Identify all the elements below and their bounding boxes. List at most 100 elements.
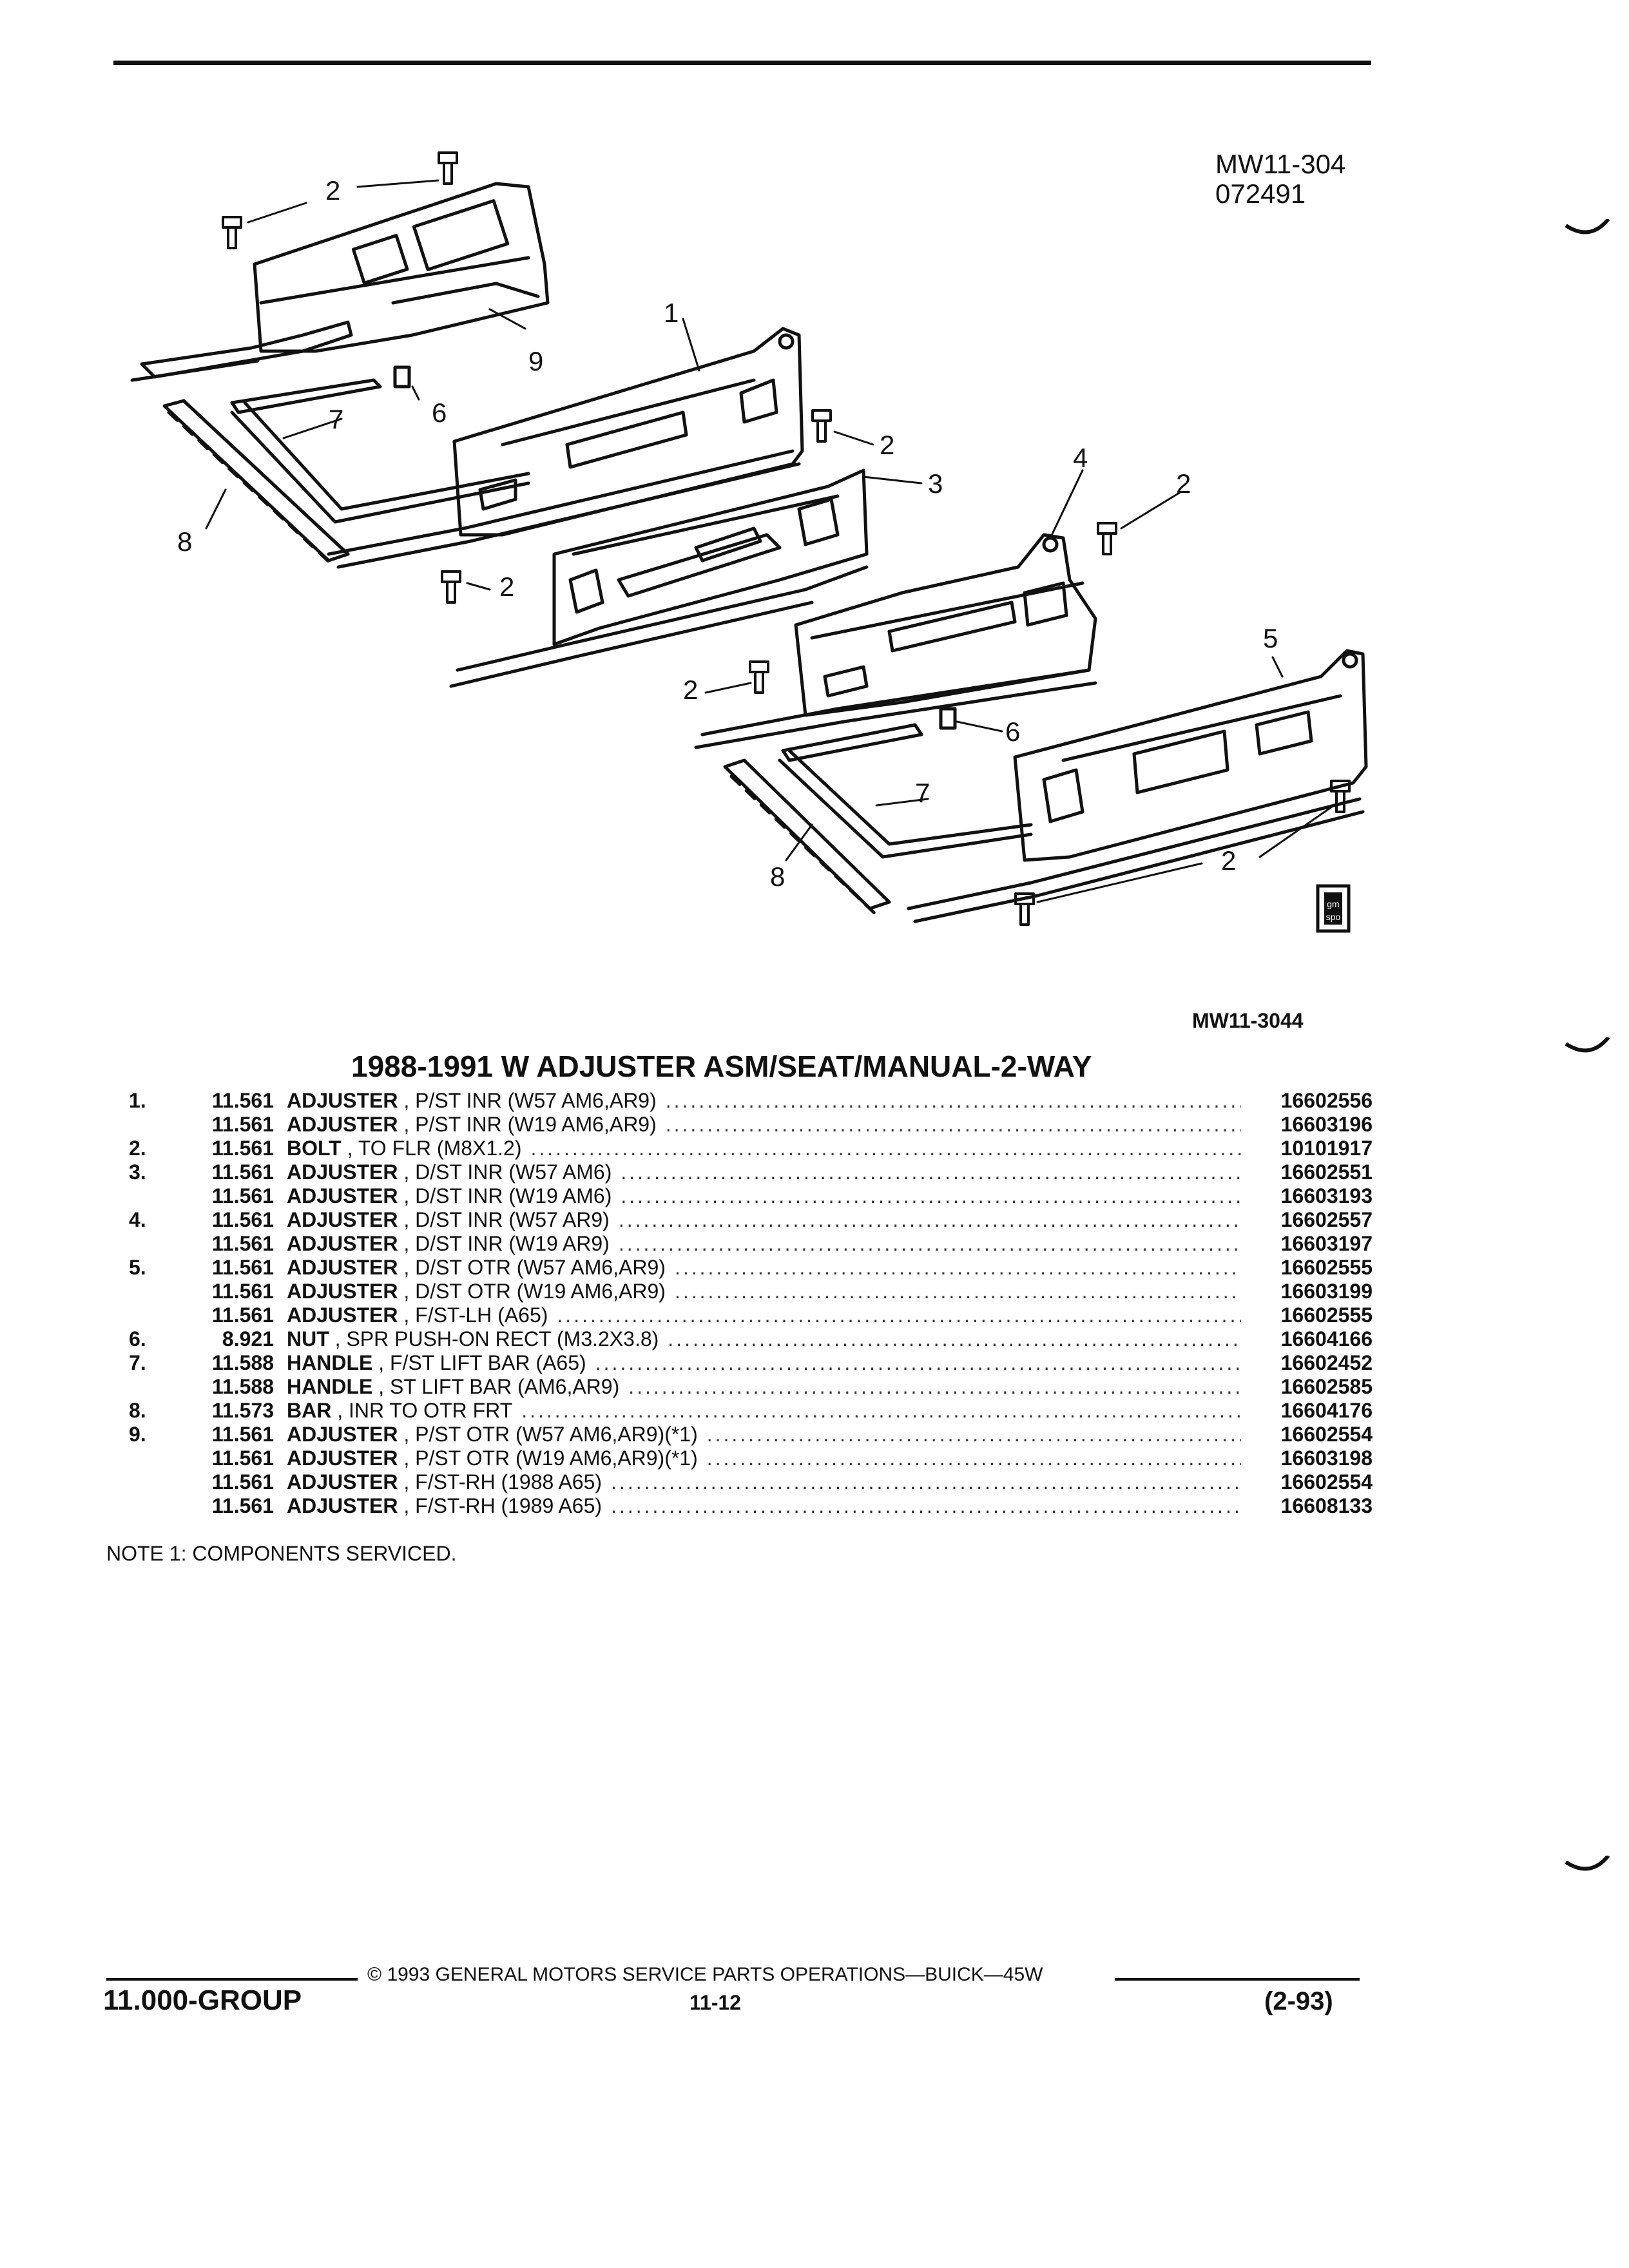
part-number: 16603196: [1280, 1113, 1373, 1136]
part-name: ADJUSTER: [287, 1113, 398, 1136]
gm-spo-logo: gm spo: [1316, 884, 1351, 933]
part-name: ADJUSTER: [287, 1232, 398, 1255]
part-description: BAR , INR TO OTR FRT....................…: [287, 1399, 1250, 1423]
part-name: ADJUSTER: [287, 1303, 398, 1327]
part-number: 16602551: [1280, 1160, 1373, 1184]
part-detail: , F/ST-RH (1988 A65): [398, 1470, 602, 1494]
part-row: 5. 11.561 ADJUSTER , D/ST OTR (W57 AM6,AR9…: [129, 1256, 1373, 1280]
part-item-number: 3.: [129, 1160, 146, 1184]
part-group-number: 11.588: [211, 1351, 274, 1374]
part-item-number: 9.: [129, 1423, 146, 1446]
revision: (2-93): [1264, 1987, 1333, 2015]
adjuster-part-3: [449, 468, 869, 688]
part-group-number: 11.561: [211, 1208, 274, 1231]
part-group-number: 11.561: [211, 1494, 274, 1517]
callout-8-b: 8: [770, 861, 785, 892]
part-item-number: 7.: [129, 1351, 146, 1374]
callout-2-e: 2: [683, 675, 698, 705]
exploded-diagram: 2 9 1 6 7 8 2 3 4 2 2 5 2 6 7 8 2 gm spo: [130, 151, 1368, 933]
part-name: HANDLE: [287, 1351, 373, 1374]
callout-2-d: 2: [499, 572, 514, 602]
part-description: ADJUSTER , F/ST-RH (1989 A65)...........…: [287, 1494, 1250, 1518]
part-name: ADJUSTER: [287, 1470, 398, 1494]
leader-dots: ........................................…: [665, 1089, 1241, 1112]
footer-rule-right: [1115, 1978, 1360, 1981]
group-label: 11.000-GROUP: [103, 1984, 302, 2016]
part-group-number: 11.561: [211, 1256, 274, 1279]
part-name: ADJUSTER: [287, 1184, 398, 1207]
part-number: 16603197: [1280, 1232, 1373, 1255]
part-detail: , D/ST INR (W19 AM6): [398, 1184, 612, 1207]
part-group-number: 11.561: [211, 1113, 274, 1136]
part-number: 16608133: [1280, 1494, 1373, 1517]
figure-code: MW11-304: [1215, 149, 1346, 179]
part-number: 10101917: [1280, 1137, 1373, 1160]
part-name: ADJUSTER: [287, 1494, 398, 1517]
part-row: 11.561 ADJUSTER , D/ST INR (W19 AR9).....…: [129, 1232, 1373, 1256]
adjuster-part-5: [907, 649, 1368, 923]
bolt-part-2: [222, 151, 1351, 926]
part-detail: , D/ST OTR (W57 AM6,AR9): [398, 1256, 666, 1279]
part-detail: , P/ST INR (W57 AM6,AR9): [398, 1089, 657, 1112]
part-detail: , F/ST-LH (A65): [398, 1303, 548, 1327]
part-number: 16604166: [1280, 1327, 1373, 1350]
part-name: ADJUSTER: [287, 1280, 398, 1303]
part-number: 16602555: [1280, 1256, 1373, 1279]
part-group-number: 11.561: [211, 1232, 274, 1255]
part-group-number: 8.921: [222, 1327, 274, 1350]
leader-dots: ........................................…: [621, 1184, 1241, 1207]
part-description: ADJUSTER , F/ST-LH (A65)................…: [287, 1303, 1250, 1327]
binding-mark-3: [1565, 1856, 1610, 1871]
svg-text:gm: gm: [1327, 899, 1339, 909]
figure-date: 072491: [1215, 178, 1306, 209]
part-description: ADJUSTER , F/ST-RH (1988 A65)...........…: [287, 1470, 1250, 1494]
part-number: 16604176: [1280, 1399, 1373, 1422]
part-number: 16603199: [1280, 1280, 1373, 1303]
leader-dots: ........................................…: [530, 1137, 1242, 1160]
part-description: ADJUSTER , D/ST INR (W19 AR9)...........…: [287, 1232, 1250, 1256]
callout-6-b: 6: [1005, 716, 1020, 747]
handle-part-7-upper: [230, 378, 530, 524]
nut-part-6-upper: [393, 365, 411, 389]
part-detail: , SPR PUSH-ON RECT (M3.2X3.8): [329, 1327, 659, 1350]
part-group-number: 11.561: [211, 1137, 274, 1160]
part-detail: , D/ST INR (W57 AR9): [398, 1208, 610, 1231]
part-number: 16602554: [1280, 1470, 1373, 1494]
part-description: ADJUSTER , P/ST OTR (W57 AM6,AR9)(*1)...…: [287, 1423, 1250, 1446]
callout-7-b: 7: [915, 778, 930, 808]
part-description: ADJUSTER , D/ST OTR (W57 AM6,AR9).......…: [287, 1256, 1250, 1280]
part-group-number: 11.561: [211, 1280, 274, 1303]
part-number: 16602554: [1280, 1423, 1373, 1446]
leader-dots: ........................................…: [521, 1399, 1241, 1422]
adjuster-part-1: [327, 327, 804, 569]
leader-dots: ........................................…: [674, 1280, 1241, 1303]
part-number: 16602557: [1280, 1208, 1373, 1231]
adjuster-part-4: [694, 533, 1097, 749]
figure-id: MW11-304 072491: [1215, 149, 1345, 209]
part-group-number: 11.561: [211, 1423, 274, 1446]
part-description: ADJUSTER , D/ST INR (W19 AM6)...........…: [287, 1184, 1250, 1208]
part-name: BAR: [287, 1399, 332, 1422]
part-name: ADJUSTER: [287, 1208, 398, 1231]
leader-dots: ........................................…: [557, 1303, 1241, 1327]
leader-dots: ........................................…: [621, 1160, 1241, 1184]
part-group-number: 11.561: [211, 1446, 274, 1470]
part-item-number: 8.: [129, 1399, 146, 1422]
part-item-number: 5.: [129, 1256, 146, 1279]
bar-part-8-lower: [723, 758, 891, 917]
callout-1: 1: [664, 298, 679, 328]
part-description: ADJUSTER , P/ST INR (W19 AM6,AR9).......…: [287, 1113, 1250, 1137]
part-detail: , ST LIFT BAR (AM6,AR9): [372, 1375, 620, 1398]
part-number: 16603193: [1280, 1184, 1373, 1207]
leader-dots: ........................................…: [611, 1470, 1241, 1494]
part-description: ADJUSTER , D/ST INR (W57 AR9)...........…: [287, 1208, 1250, 1232]
page-title: 1988-1991 W ADJUSTER ASM/SEAT/MANUAL-2-W…: [351, 1050, 1092, 1083]
